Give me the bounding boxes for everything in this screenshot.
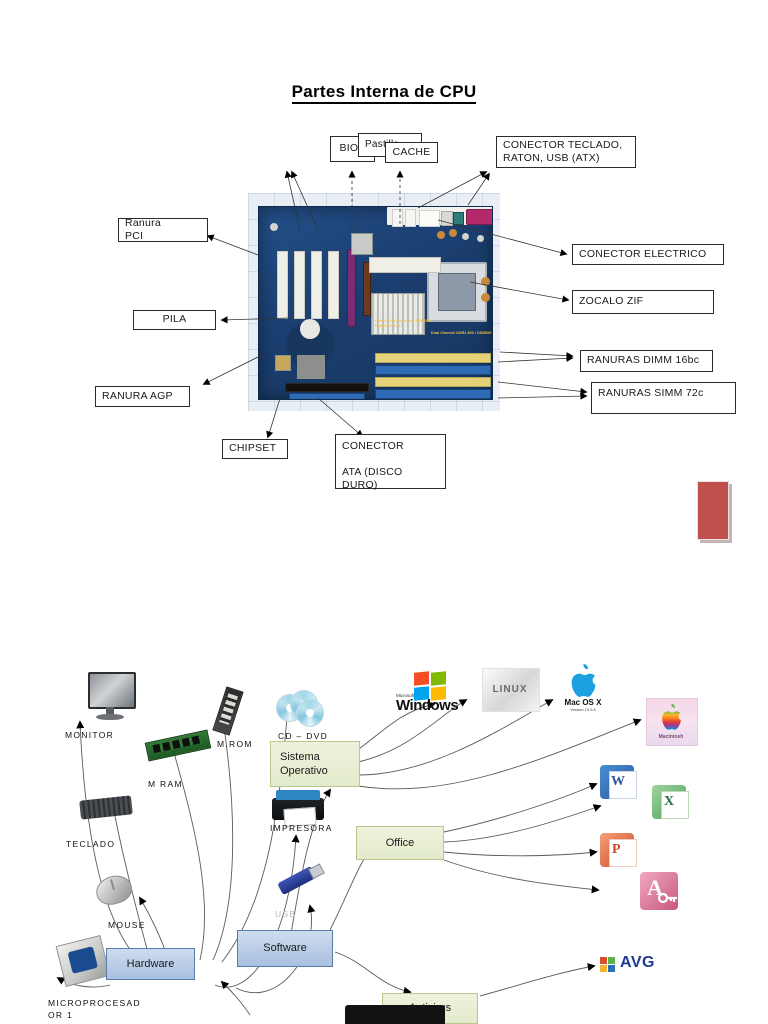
access-icon: A [640, 872, 682, 914]
chipset-chip [351, 233, 373, 255]
capacitor [477, 235, 484, 242]
label-conector-teclado: CONECTOR TECLADO, RATON, USB (ATX) [496, 136, 636, 168]
dimm-slot-blue [375, 389, 491, 399]
northbridge-heatsink [371, 293, 425, 335]
bios-chip [275, 355, 291, 371]
black-bar-shape [345, 1005, 445, 1024]
board-silkscreen-2: Dual Channel DDR2 800 / DDR800 [431, 331, 492, 335]
box-software: Software [237, 930, 333, 967]
page-title: Partes Interna de CPU [0, 82, 768, 104]
windows-logo: Microsoft Windows [396, 671, 459, 714]
label-ranura-pci: Ranura PCI [118, 218, 208, 242]
pci-slot [277, 251, 288, 319]
label-teclado: TECLADO [66, 839, 116, 849]
apple-logo: Mac OS X Version 10.5.6 [556, 664, 610, 716]
label-conector-ata: CONECTOR ATA (DISCO DURO) [335, 434, 446, 491]
avg-wordmark: AVG [620, 954, 655, 971]
rainbow-apple-logo: Macintosh [646, 698, 700, 748]
ps2-port-icon [392, 209, 403, 227]
capacitor [481, 293, 490, 302]
dimm-slot-yellow [375, 377, 491, 387]
ram-module-icon [144, 729, 212, 762]
rom-module-icon [212, 686, 244, 738]
label-zocalo-zif: ZOCALO ZIF [572, 290, 714, 314]
usb-port-icon [419, 210, 440, 227]
capacitor [462, 233, 469, 240]
label-chipset: CHIPSET [222, 439, 288, 459]
motherboard-board: Core 2 Duo Processor FSB1066 Dual Core C… [258, 206, 493, 400]
avg-logo: AVG [600, 954, 670, 979]
powerpoint-letter: P [612, 842, 621, 857]
label-mouse: MOUSE [108, 920, 146, 930]
label-m-ram: M RAM [148, 779, 183, 789]
capacitor [449, 229, 457, 237]
windows-wordmark: Windows [396, 697, 459, 714]
dimm-slot-yellow [375, 353, 491, 363]
excel-icon: X [652, 785, 692, 825]
southbridge-chip [297, 355, 325, 379]
label-impresora: IMPRESORA [270, 823, 333, 833]
powerpoint-icon: P [600, 833, 640, 873]
atx-power-connector [369, 257, 441, 273]
excel-letter: X [664, 794, 675, 809]
label-cache: CACHE [385, 142, 438, 163]
box-sistema-operativo: Sistema Operativo [270, 741, 360, 787]
label-ranura-agp: RANURA AGP [95, 386, 190, 407]
word-letter: W [611, 774, 625, 789]
agp-slot [347, 249, 356, 327]
label-ranuras-dimm: RANURAS DIMM 16bc [580, 350, 713, 372]
motherboard-photo: Core 2 Duo Processor FSB1066 Dual Core C… [248, 193, 500, 411]
keyboard-icon [79, 795, 136, 822]
capacitor [270, 223, 278, 231]
box-office: Office [356, 826, 444, 860]
vga-port-icon [466, 209, 492, 225]
dimm-slot-blue [375, 365, 491, 375]
macosx-version: Version 10.5.6 [570, 707, 596, 712]
pci-slot [311, 251, 322, 319]
macosx-wordmark: Mac OS X [564, 698, 602, 707]
label-microprocesador: MICROPROCESAD OR 1 [48, 998, 141, 1021]
linux-logo: LINUX [482, 668, 540, 714]
audio-port-icon [453, 212, 464, 225]
label-ranuras-simm: RANURAS SIMM 72c [591, 382, 736, 414]
macintosh-wordmark: Macintosh [658, 734, 684, 740]
label-conector-electrico: CONECTOR ELECTRICO [572, 244, 724, 265]
label-m-rom: M.ROM [217, 739, 253, 749]
mouse-icon [92, 871, 136, 909]
printer-icon [272, 788, 328, 828]
page-title-text: Partes Interna de CPU [291, 82, 477, 104]
word-icon: W [600, 765, 640, 805]
windows-vendor-label: Microsoft [396, 693, 415, 698]
cd-dvd-icon [276, 690, 326, 727]
cpu-chip-icon [55, 935, 111, 987]
linux-wordmark: LINUX [492, 684, 528, 695]
pci-express-slot [363, 262, 371, 316]
floppy-connector [285, 383, 369, 392]
red-block-shape [697, 481, 729, 540]
capacitor [437, 231, 445, 239]
cmos-battery [300, 319, 320, 339]
board-silkscreen: Core 2 Duo Processor FSB1066 Dual Core C… [375, 319, 432, 328]
monitor-icon [88, 672, 136, 722]
label-usb: USB [275, 909, 297, 919]
ps2-port-2-icon [405, 209, 416, 227]
ata-ide-connector [289, 393, 365, 399]
pci-slot [294, 251, 305, 319]
lan-port-icon [441, 211, 453, 226]
pci-slot [328, 251, 339, 319]
usb-drive-icon [277, 865, 326, 900]
label-monitor: MONITOR [65, 730, 115, 740]
label-cd-dvd: CD – DVD [278, 731, 329, 741]
box-hardware: Hardware [106, 948, 195, 980]
capacitor [481, 277, 490, 286]
label-pila: PILA [133, 310, 216, 330]
access-letter: A [647, 875, 663, 900]
